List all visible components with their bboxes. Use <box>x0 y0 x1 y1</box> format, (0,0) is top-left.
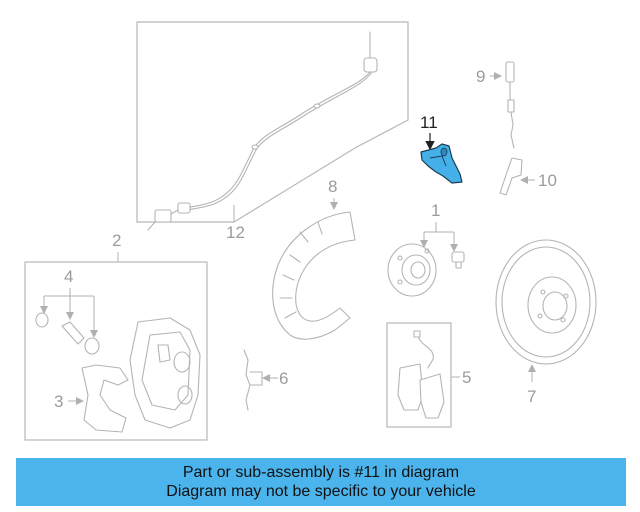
part-7-group: 7 <box>495 239 597 406</box>
part-2-group: 2 3 4 <box>24 231 208 441</box>
part-5-group: 5 <box>386 322 471 428</box>
callout-2: 2 <box>112 231 121 250</box>
callout-4: 4 <box>64 267 73 286</box>
part-8-group: 8 <box>272 177 356 340</box>
callout-11: 11 <box>420 113 438 132</box>
cable-harness-frame <box>136 21 409 223</box>
callout-3: 3 <box>54 392 63 411</box>
callout-8: 8 <box>328 177 337 196</box>
abs-sensor-highlight[interactable] <box>420 143 463 184</box>
callout-6: 6 <box>279 369 288 388</box>
part-11-group: 11 <box>420 113 463 184</box>
callout-1: 1 <box>431 201 440 220</box>
banner-line-part-number: Part or sub-assembly is #11 in diagram <box>182 464 460 481</box>
part-9-group: 9 <box>476 61 515 149</box>
part-1-group: 1 <box>387 201 465 297</box>
part-10-group: 10 <box>499 157 557 196</box>
banner-line-disclaimer: Diagram may not be specific to your vehi… <box>166 483 476 500</box>
callout-5: 5 <box>462 368 471 387</box>
caliper-frame <box>24 261 208 441</box>
cable-harness-group: 12 <box>136 21 409 242</box>
callout-9: 9 <box>476 67 485 86</box>
callout-12: 12 <box>226 223 245 242</box>
pads-frame <box>386 322 452 428</box>
callout-7: 7 <box>527 387 536 406</box>
callout-10: 10 <box>538 171 557 190</box>
part-6-group: 6 <box>243 349 288 411</box>
info-banner: Part or sub-assembly is #11 in diagram D… <box>16 458 626 506</box>
